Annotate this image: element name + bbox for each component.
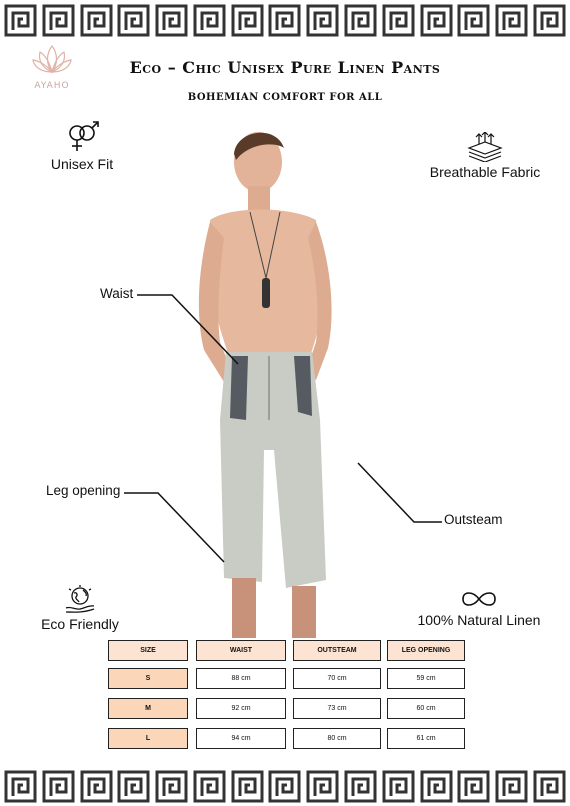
greek-key-tile <box>344 770 377 803</box>
greek-key-tile <box>117 4 150 37</box>
greek-key-tile <box>42 770 75 803</box>
greek-key-tile <box>80 4 113 37</box>
table-leg-cell: 61 cm <box>387 728 465 749</box>
feature-breathable: Breathable Fabric <box>425 132 545 180</box>
greek-key-tile <box>382 4 415 37</box>
greek-key-tile <box>306 4 339 37</box>
greek-key-tile <box>268 4 301 37</box>
feature-eco-label: Eco Friendly <box>41 616 119 632</box>
greek-key-tile <box>4 4 37 37</box>
feature-eco: Eco Friendly <box>32 584 128 632</box>
greek-key-tile <box>42 4 75 37</box>
table-header-cell: LEG OPENING <box>387 640 465 661</box>
table-header-cell: WAIST <box>196 640 286 661</box>
callout-outsteam: Outsteam <box>444 512 503 527</box>
greek-key-tile <box>155 770 188 803</box>
top-greek-key-border <box>0 4 570 40</box>
table-size-cell: S <box>108 668 188 689</box>
table-leg-cell: 59 cm <box>387 668 465 689</box>
greek-key-tile <box>268 770 301 803</box>
greek-key-tile <box>193 770 226 803</box>
greek-key-tile <box>382 770 415 803</box>
table-header-cell: OUTSTEAM <box>293 640 381 661</box>
greek-key-tile <box>344 4 377 37</box>
feature-unisex: Unisex Fit <box>42 120 122 172</box>
greek-key-tile <box>495 770 528 803</box>
infinity-loop-icon <box>462 592 496 606</box>
callout-waist: Waist <box>100 286 134 301</box>
model-photo <box>198 132 332 638</box>
table-outsteam-cell: 70 cm <box>293 668 381 689</box>
greek-key-tile <box>231 770 264 803</box>
brand-name: AYAHO <box>34 81 70 91</box>
greek-key-tile <box>306 770 339 803</box>
table-waist-cell: 94 cm <box>196 728 286 749</box>
greek-key-tile <box>193 4 226 37</box>
feature-linen: 100% Natural Linen <box>412 588 546 628</box>
earth-hand-icon <box>65 585 95 613</box>
greek-key-tile <box>420 4 453 37</box>
greek-key-tile <box>533 4 566 37</box>
gender-symbols-icon <box>69 121 99 151</box>
table-leg-cell: 60 cm <box>387 698 465 719</box>
feature-linen-label: 100% Natural Linen <box>417 612 541 628</box>
callout-leg-opening: Leg opening <box>46 483 121 498</box>
feature-unisex-label: Unisex Fit <box>50 156 114 172</box>
table-waist-cell: 92 cm <box>196 698 286 719</box>
table-size-cell: L <box>108 728 188 749</box>
brand-logo: AYAHO <box>24 42 80 92</box>
greek-key-tile <box>420 770 453 803</box>
table-outsteam-cell: 73 cm <box>293 698 381 719</box>
lotus-logo-icon <box>32 44 72 74</box>
greek-key-tile <box>155 4 188 37</box>
greek-key-tile <box>117 770 150 803</box>
table-header-cell: SIZE <box>108 640 188 661</box>
greek-key-tile <box>4 770 37 803</box>
greek-key-tile <box>533 770 566 803</box>
greek-key-tile <box>80 770 113 803</box>
table-outsteam-cell: 80 cm <box>293 728 381 749</box>
greek-key-tile <box>495 4 528 37</box>
bottom-greek-key-border <box>0 770 570 806</box>
page-title: Eco – Chic Unisex Pure Linen Pants <box>129 58 441 77</box>
table-waist-cell: 88 cm <box>196 668 286 689</box>
greek-key-tile <box>457 4 490 37</box>
fabric-layers-icon <box>467 132 503 162</box>
table-size-cell: M <box>108 698 188 719</box>
page-subtitle: BOHEMIAN COMFORT FOR ALL <box>187 92 383 103</box>
greek-key-tile <box>231 4 264 37</box>
greek-key-tile <box>457 770 490 803</box>
feature-breathable-label: Breathable Fabric <box>429 164 541 180</box>
